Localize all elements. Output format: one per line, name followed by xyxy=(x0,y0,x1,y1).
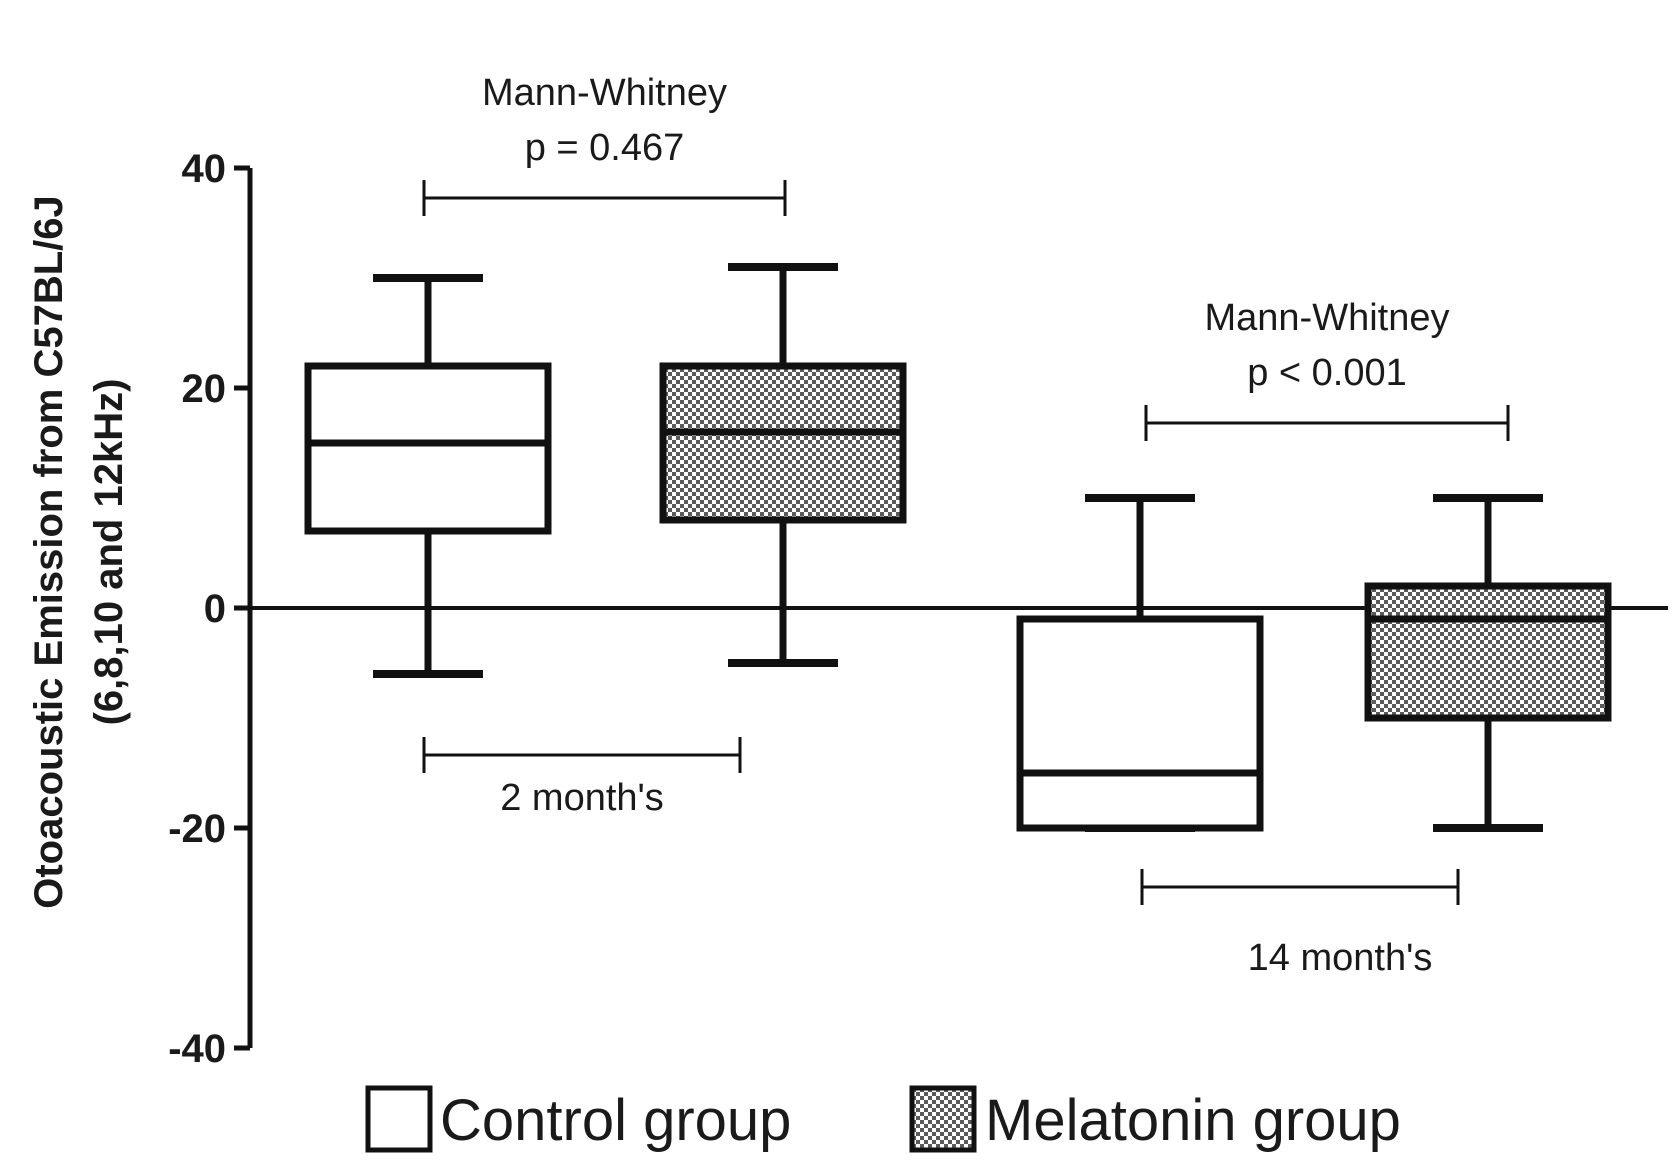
legend-label-melatonin: Melatonin group xyxy=(985,1088,1401,1153)
box-iqr xyxy=(304,362,552,535)
significance-bracket-1 xyxy=(422,180,787,216)
legend-swatch-melatonin xyxy=(909,1085,977,1153)
box-iqr xyxy=(1364,582,1612,722)
legend-item-control: Control group xyxy=(365,1085,791,1153)
test-name-label: Mann-Whitney xyxy=(482,72,727,114)
p-value-label: p = 0.467 xyxy=(525,127,685,169)
box-melatonin-group-2 xyxy=(1364,494,1612,832)
annotations: Mann-Whitney p = 0.467 2 month's Mann-Whitn… xyxy=(422,72,1510,979)
group-bracket-2 xyxy=(1140,869,1460,905)
y-tick-label: -40 xyxy=(168,1027,226,1071)
legend-label-control: Control group xyxy=(440,1088,791,1153)
box-iqr xyxy=(1016,615,1264,832)
y-tick-label: -20 xyxy=(168,807,226,851)
box-series xyxy=(304,263,1612,832)
box-melatonin-group-1 xyxy=(659,263,907,667)
y-tick-label: 0 xyxy=(204,587,226,631)
box-control-group-2 xyxy=(1016,494,1264,832)
legend-swatch-control xyxy=(365,1085,433,1153)
test-name-label: Mann-Whitney xyxy=(1205,297,1450,339)
legend-item-melatonin: Melatonin group xyxy=(909,1085,1401,1153)
y-axis-label-line-1: Otoacoustic Emission from C57BL/6J xyxy=(27,195,71,909)
group-label: 14 month's xyxy=(1248,937,1433,979)
legend: Control group Melatonin group xyxy=(365,1085,1401,1153)
group-bracket-1 xyxy=(422,737,742,773)
y-tick-label: 40 xyxy=(182,147,227,191)
p-value-label: p < 0.001 xyxy=(1247,352,1407,394)
y-axis-label-line-2: (6,8,10 and 12kHz) xyxy=(87,379,131,726)
y-axis-ticks: 40 20 0 -20 -40 xyxy=(168,147,250,1071)
y-tick-label: 20 xyxy=(182,367,227,411)
box-control-group-1 xyxy=(304,274,552,678)
group-label: 2 month's xyxy=(500,777,664,819)
box-iqr xyxy=(659,362,907,524)
y-axis-label: Otoacoustic Emission from C57BL/6J (6,8,… xyxy=(27,195,131,909)
significance-bracket-2 xyxy=(1144,405,1510,441)
